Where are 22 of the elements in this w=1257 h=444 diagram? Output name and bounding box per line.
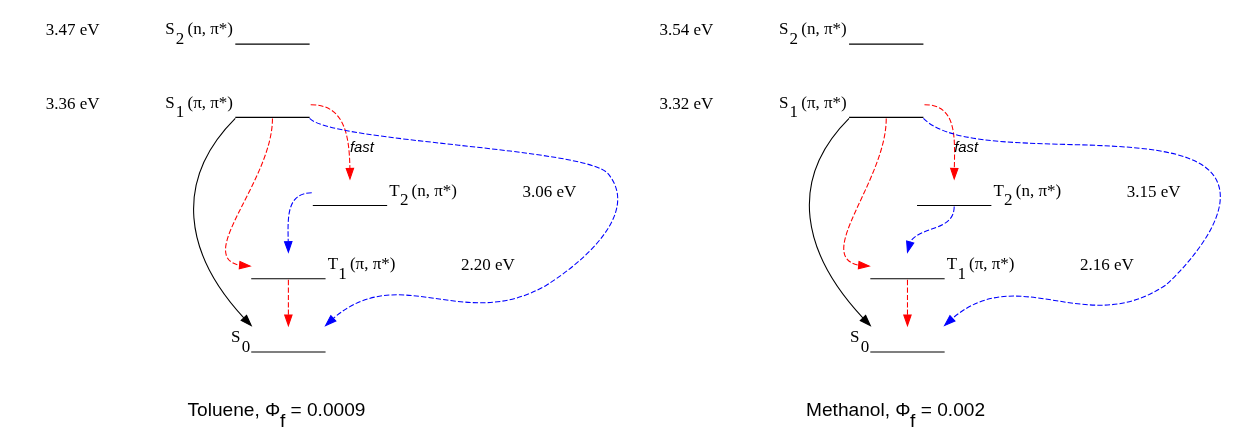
node-label: 3.32 eV: [659, 93, 713, 113]
arrow: [283, 192, 312, 254]
arrow: [905, 206, 955, 254]
arrow: [224, 117, 273, 270]
node-label: 3.06 eV: [522, 181, 576, 201]
arrow: [922, 117, 1221, 327]
node-label: 3.36 eV: [45, 93, 100, 113]
arrow: [902, 279, 912, 328]
arrow: [923, 104, 959, 181]
arrow: [808, 117, 871, 327]
node-label: 3.47 eV: [45, 20, 100, 40]
node-label: 3.54 eV: [659, 20, 713, 40]
node-label: 3.15 eV: [1126, 181, 1181, 201]
edge-label: fast: [953, 138, 978, 155]
node-label: 2.20 eV: [460, 255, 515, 275]
arrow: [309, 104, 354, 181]
arrow: [192, 117, 252, 327]
arrow: [283, 279, 293, 328]
arrow: [308, 117, 618, 327]
node-label: 2.16 eV: [1079, 255, 1134, 275]
arrow: [842, 117, 887, 270]
edge-label: fast: [349, 138, 374, 155]
